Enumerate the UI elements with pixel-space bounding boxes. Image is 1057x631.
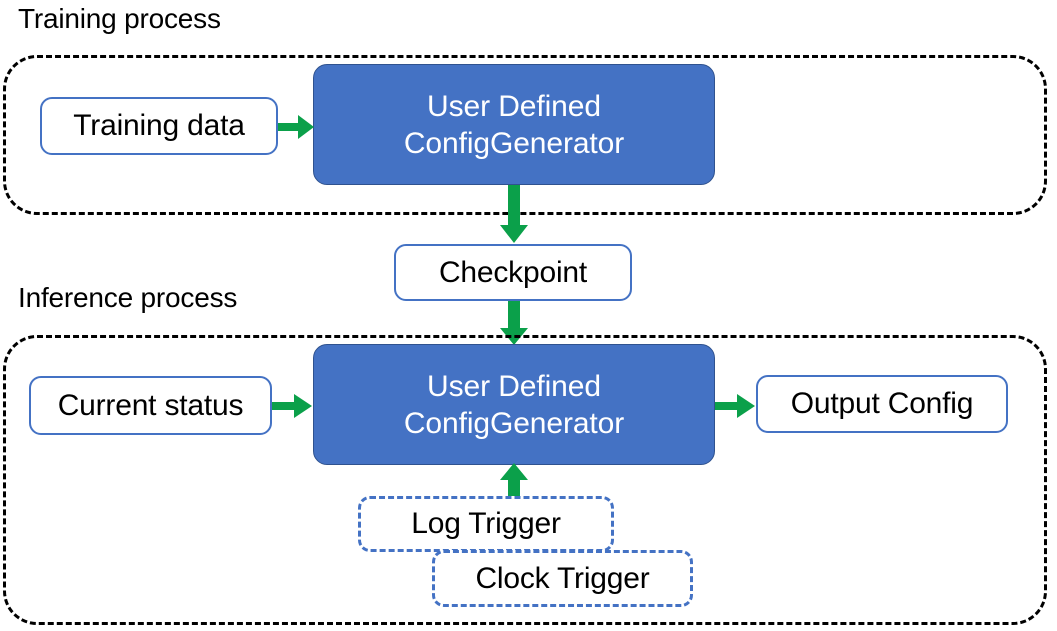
arrow-generator-to-checkpoint [497,185,531,247]
node-train-config-generator[interactable]: User Defined ConfigGenerator [313,64,715,185]
node-training-data[interactable]: Training data [40,97,278,155]
node-inference-config-generator-label: User Defined ConfigGenerator [403,369,625,440]
node-checkpoint-label: Checkpoint [438,255,588,289]
training-process-boundary [3,55,1047,215]
node-clock-trigger[interactable]: Clock Trigger [432,550,693,607]
training-process-title: Training process [18,3,221,34]
node-output-config[interactable]: Output Config [756,375,1008,433]
node-train-config-generator-label: User Defined ConfigGenerator [403,89,625,160]
arrow-checkpoint-to-inference-generator [497,301,531,348]
arrow-training-data-to-generator [278,112,318,142]
arrow-generator-to-output-config [715,391,760,421]
inference-process-boundary [3,335,1047,625]
inference-process-title: Inference process [18,282,238,313]
node-log-trigger[interactable]: Log Trigger [358,496,614,552]
arrow-current-status-to-generator [272,391,317,421]
node-current-status[interactable]: Current status [29,376,272,435]
node-inference-config-generator[interactable]: User Defined ConfigGenerator [313,344,715,465]
node-checkpoint[interactable]: Checkpoint [394,244,632,301]
node-training-data-label: Training data [73,109,245,142]
arrow-triggers-to-generator [497,463,531,503]
node-output-config-label: Output Config [790,387,974,420]
node-clock-trigger-label: Clock Trigger [475,561,650,595]
node-current-status-label: Current status [57,388,244,422]
node-log-trigger-label: Log Trigger [411,507,561,540]
